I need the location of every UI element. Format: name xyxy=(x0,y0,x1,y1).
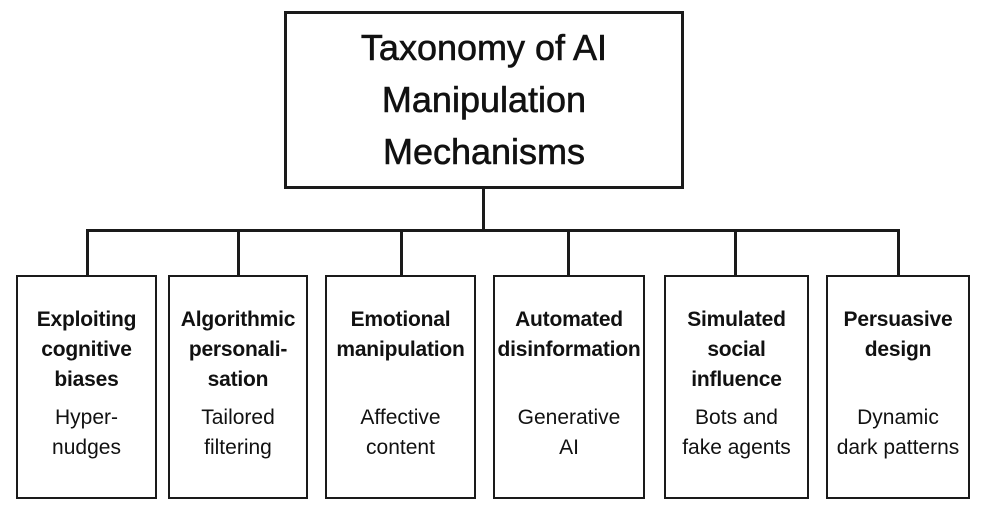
category-example: Hyper- nudges xyxy=(52,406,121,459)
connector-drop xyxy=(734,229,737,276)
category-title: Exploiting cognitive biases xyxy=(36,308,137,391)
category-title: Automated disinformation xyxy=(497,308,641,361)
connector-stem xyxy=(482,189,485,231)
category-example: Dynamic dark patterns xyxy=(836,406,960,459)
category-node-emotional-manipulation: Emotional manipulation Affective content xyxy=(325,275,476,499)
category-title: Emotional manipulation xyxy=(336,308,465,361)
category-node-automated-disinformation: Automated disinformation Generative AI xyxy=(493,275,645,499)
category-title: Persuasive design xyxy=(843,308,953,361)
category-title: Algorithmic personali- sation xyxy=(180,308,296,391)
connector-drop xyxy=(897,229,900,276)
category-example: Generative AI xyxy=(517,406,621,459)
connector-drop xyxy=(567,229,570,276)
category-node-simulated-social-influence: Simulated social influence Bots and fake… xyxy=(664,275,809,499)
connector-drop xyxy=(237,229,240,276)
category-example: Tailored filtering xyxy=(201,406,275,459)
root-node: Taxonomy of AI Manipulation Mechanisms xyxy=(284,11,684,189)
category-node-cognitive-biases: Exploiting cognitive biases Hyper- nudge… xyxy=(16,275,157,499)
category-example: Affective content xyxy=(360,406,441,459)
category-example: Bots and fake agents xyxy=(682,406,791,459)
connector-bar xyxy=(86,229,900,232)
connector-drop xyxy=(400,229,403,276)
category-title: Simulated social influence xyxy=(687,308,786,391)
category-node-algorithmic-personalisation: Algorithmic personali- sation Tailored f… xyxy=(168,275,308,499)
category-node-persuasive-design: Persuasive design Dynamic dark patterns xyxy=(826,275,970,499)
diagram-title: Taxonomy of AI Manipulation Mechanisms xyxy=(360,27,608,173)
connector-drop xyxy=(86,229,89,276)
